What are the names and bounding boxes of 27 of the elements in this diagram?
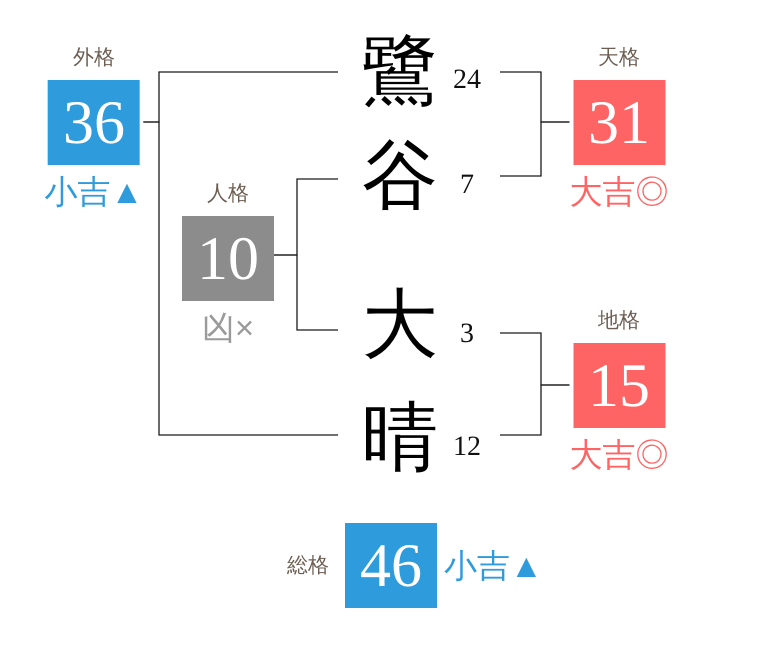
score-box: 46 — [345, 523, 437, 608]
bracket-line — [500, 121, 570, 177]
stroke-count: 7 — [459, 171, 475, 199]
fortune-label: 大吉◎ — [570, 435, 668, 475]
fortune-label: 小吉▲ — [44, 172, 144, 212]
category-label: 地格 — [598, 309, 640, 333]
category-label: 外格 — [73, 46, 115, 70]
category-label: 総格 — [287, 554, 329, 578]
kanji-character: 晴 — [361, 400, 439, 476]
category-label: 人格 — [207, 182, 249, 206]
bracket-line — [500, 384, 570, 436]
fortune-label: 小吉▲ — [444, 546, 543, 586]
score-box: 10 — [182, 216, 274, 301]
stroke-count: 24 — [452, 66, 482, 94]
bracket-line — [143, 121, 338, 436]
category-label: 天格 — [598, 46, 640, 70]
bracket-line — [274, 254, 338, 331]
fortune-label: 凶× — [202, 308, 254, 348]
kanji-character: 大 — [361, 287, 439, 363]
fortune-label: 大吉◎ — [570, 172, 668, 212]
kanji-character: 谷 — [361, 138, 439, 214]
score-box: 36 — [48, 80, 140, 165]
stroke-count: 12 — [452, 433, 482, 461]
stroke-count: 3 — [459, 320, 475, 348]
score-box: 15 — [573, 343, 665, 428]
score-box: 31 — [573, 80, 665, 165]
kanji-character: 鷺 — [361, 33, 439, 109]
